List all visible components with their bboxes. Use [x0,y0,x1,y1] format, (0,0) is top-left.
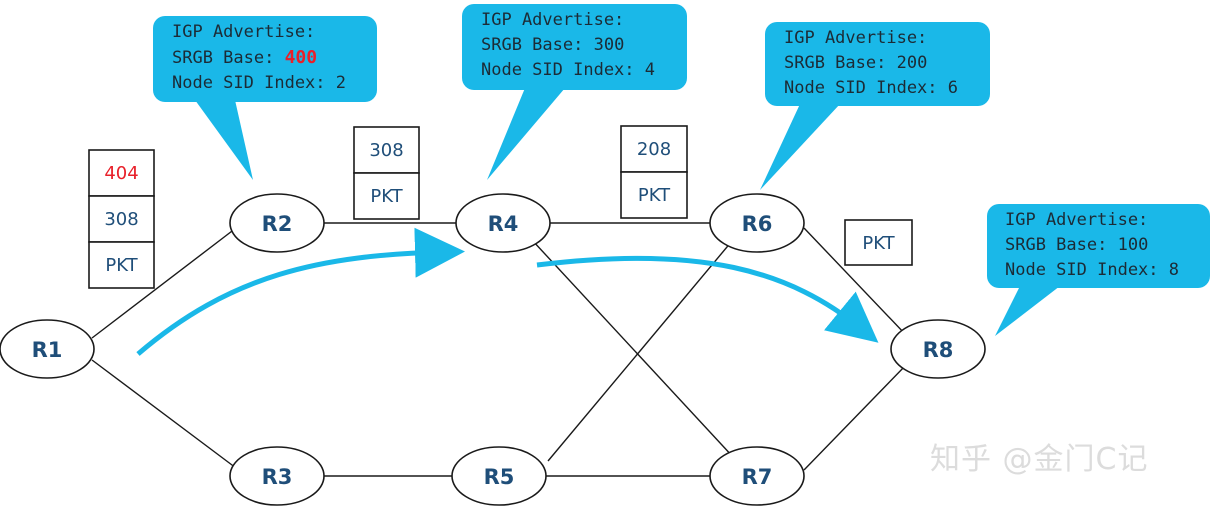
router-r5 [451,446,547,506]
stack-r2-r4-label-1: 308 [369,140,403,161]
stack-r4-r6-label-2: PKT [638,185,671,206]
router-r4-label: R4 [488,212,519,236]
callout-r6-text: IGP Advertise: SRGB Base: 200 Node SID I… [784,26,958,101]
callout-r8-line1: IGP Advertise: [1005,210,1149,230]
callout-r8-line2: SRGB Base: 100 [1005,233,1179,258]
stack-r6-r8-label-1: PKT [862,233,895,254]
path-arrow-r4-r8 [536,255,879,343]
stack-r1-r2-label-1: 404 [104,163,138,184]
link-r5-r6 [547,240,733,462]
callout-r8-bubble [987,204,1210,336]
router-r8 [890,319,986,379]
callout-r2-line3: Node SID Index: 2 [172,73,346,93]
watermark-text: 知乎 @金门C记 [930,442,1149,477]
stack-r1-r2-label-3: PKT [105,255,138,276]
callout-r6-line1: IGP Advertise: [784,28,928,48]
router-r1-label: R1 [32,338,63,362]
callout-r6-line2: SRGB Base: 200 [784,51,958,76]
stack-r1-r2-box-3 [88,241,155,289]
link-r7-r8 [803,364,907,471]
link-r1-r3 [91,359,237,469]
link-r4-r7 [531,239,735,459]
router-r2-label: R2 [262,212,293,236]
router-r6-label: R6 [742,212,773,236]
router-r1 [0,319,95,379]
router-r4 [455,193,551,253]
router-r8-label: R8 [923,338,954,362]
callout-r4-line3: Node SID Index: 4 [481,60,655,80]
callout-r4-bubble [462,4,687,180]
callout-r4-base-value: 300 [593,35,625,55]
callout-r2-base-value: 400 [284,47,318,68]
callout-r6-base-label: SRGB Base: [784,53,897,73]
stack-r6-r8-box-1 [844,219,913,266]
callout-r8-line3: Node SID Index: 8 [1005,260,1179,280]
callout-r2-line1: IGP Advertise: [172,22,316,42]
stack-r2-r4-box-2 [353,172,420,220]
router-r7-label: R7 [742,465,773,489]
callout-r4-text: IGP Advertise: SRGB Base: 300 Node SID I… [481,8,655,83]
callout-r4-base-label: SRGB Base: [481,35,594,55]
callout-r8-text: IGP Advertise: SRGB Base: 100 Node SID I… [1005,208,1179,283]
callout-r8-base-value: 100 [1117,235,1149,255]
router-r7 [709,446,805,506]
stack-r4-r6-label-1: 208 [637,139,671,160]
stack-r2-r4-box-1 [353,126,420,174]
callout-r4-line2: SRGB Base: 300 [481,33,655,58]
router-r3 [229,446,325,506]
callout-r6-base-value: 200 [896,53,928,73]
stack-r1-r2-label-2: 308 [104,209,138,230]
callout-r2-bubble [153,16,377,180]
router-r5-label: R5 [484,465,515,489]
callout-r2-text: IGP Advertise: SRGB Base: 400 Node SID I… [172,20,346,96]
stack-r1-r2-box-2 [88,195,155,243]
callout-r6-bubble [760,22,990,190]
callout-r6-line3: Node SID Index: 6 [784,78,958,98]
router-r2 [229,193,325,253]
callout-r2-line2: SRGB Base: 400 [172,45,346,71]
callout-r4-line1: IGP Advertise: [481,10,625,30]
path-arrow-r1-r4 [136,227,465,356]
stack-r4-r6-box-2 [620,171,688,219]
link-r6-r8 [803,227,907,336]
router-r6 [709,193,805,253]
stack-r2-r4-label-2: PKT [370,186,403,207]
link-r1-r2 [91,227,237,339]
router-r3-label: R3 [262,465,293,489]
callout-r8-base-label: SRGB Base: [1005,235,1118,255]
stack-r1-r2-box-1 [88,149,155,197]
callout-r2-base-label: SRGB Base: [172,48,285,68]
stack-r4-r6-box-1 [620,125,688,173]
